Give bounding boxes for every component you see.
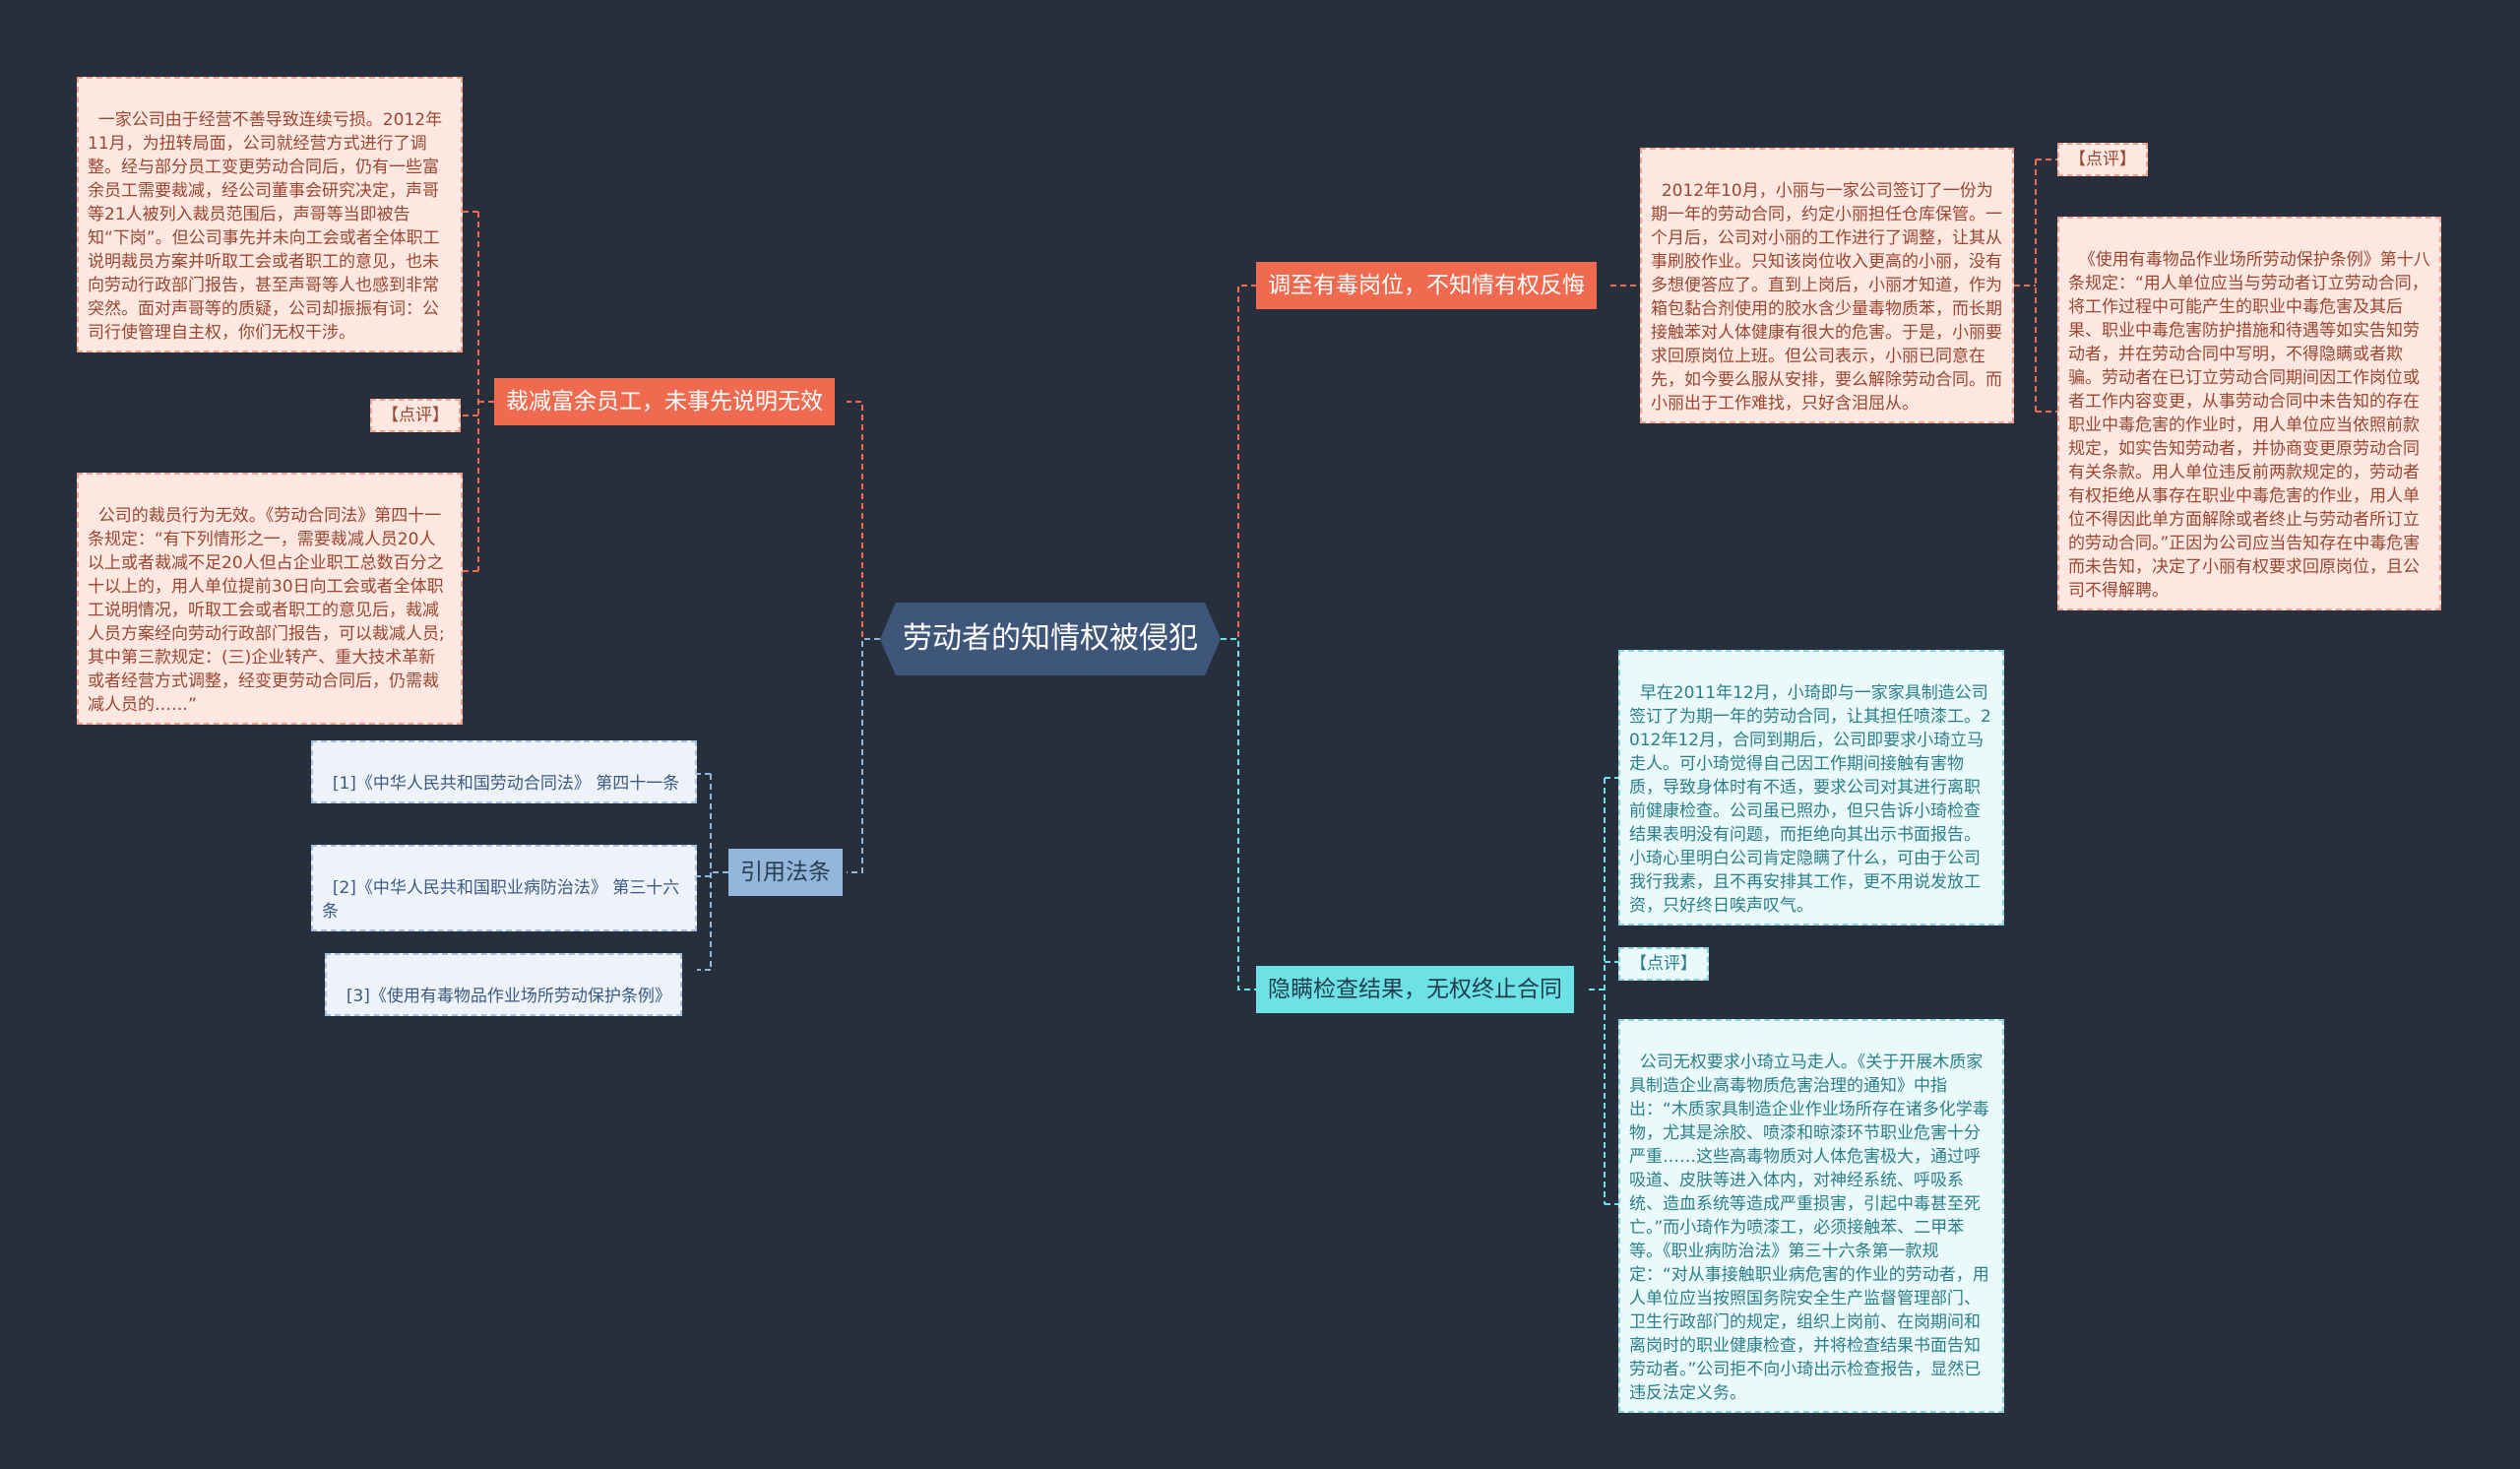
connector-central-medical [1221,638,1256,990]
branch-laws[interactable]: 引用法条 [728,849,843,896]
medical-case-text: 早在2011年12月，小琦即与一家家具制造公司签订了为期一年的劳动合同，让其担任… [1629,683,1991,916]
layoff-comment-note: 公司的裁员行为无效。《劳动合同法》第四十一条规定：“有下列情形之一，需要裁减人员… [77,473,463,725]
law-item-1: [1]《中华人民共和国劳动合同法》 第四十一条 [311,740,697,803]
toxic-comment-note: 《使用有毒物品作业场所劳动保护条例》第十八条规定：“用人单位应当与劳动者订立劳动… [2057,217,2441,610]
layoff-comment-text: 公司的裁员行为无效。《劳动合同法》第四十一条规定：“有下列情形之一，需要裁减人员… [88,506,445,715]
medical-comment-text: 公司无权要求小琦立马走人。《关于开展木质家具制造企业高毒物质危害治理的通知》中指… [1629,1053,1989,1403]
medical-comment-tag: 【点评】 [1618,947,1709,981]
connector-toxic-leaves [1610,159,2057,413]
toxic-comment-tag: 【点评】 [2057,143,2148,176]
law-item-1-text: [1]《中华人民共和国劳动合同法》 第四十一条 [332,774,680,794]
law-item-3: [3]《使用有毒物品作业场所劳动保护条例》 [325,953,682,1016]
connector-central-layoff [847,401,880,640]
branch-laws-label: 引用法条 [740,860,831,885]
branch-toxic[interactable]: 调至有毒岗位，不知情有权反悔 [1256,262,1597,309]
connector-central-laws [847,638,880,873]
layoff-comment-tag-label: 【点评】 [382,406,449,425]
branch-layoff-label: 裁减富余员工，未事先说明无效 [506,389,823,415]
toxic-case-text: 2012年10月，小丽与一家公司签订了一份为期一年的劳动合同，约定小丽担任仓库保… [1651,181,2002,414]
branch-toxic-label: 调至有毒岗位，不知情有权反悔 [1268,273,1585,298]
law-item-2-text: [2]《中华人民共和国职业病防治法》 第三十六条 [322,878,680,922]
layoff-case-note: 一家公司由于经营不善导致连续亏损。2012年11月，为扭转局面，公司就经营方式进… [77,77,463,352]
law-item-3-text: [3]《使用有毒物品作业场所劳动保护条例》 [346,987,671,1006]
connector-medical-leaves [1589,777,1618,1205]
medical-comment-note: 公司无权要求小琦立马走人。《关于开展木质家具制造企业高毒物质危害治理的通知》中指… [1618,1019,2004,1413]
branch-medical-label: 隐瞒检查结果，无权终止合同 [1268,977,1562,1002]
law-item-2: [2]《中华人民共和国职业病防治法》 第三十六条 [311,845,697,931]
connector-central-toxic [1221,285,1256,640]
toxic-case-note: 2012年10月，小丽与一家公司签订了一份为期一年的劳动合同，约定小丽担任仓库保… [1640,148,2014,423]
medical-case-note: 早在2011年12月，小琦即与一家家具制造公司签订了为期一年的劳动合同，让其担任… [1618,650,2004,926]
medical-comment-tag-label: 【点评】 [1630,954,1697,974]
toxic-comment-text: 《使用有毒物品作业场所劳动保护条例》第十八条规定：“用人单位应当与劳动者订立劳动… [2068,250,2430,601]
central-topic-label: 劳动者的知情权被侵犯 [903,621,1198,656]
connector-laws-leaves [697,773,728,971]
branch-medical[interactable]: 隐瞒检查结果，无权终止合同 [1256,966,1574,1013]
central-topic[interactable]: 劳动者的知情权被侵犯 [880,603,1221,675]
layoff-case-text: 一家公司由于经营不善导致连续亏损。2012年11月，为扭转局面，公司就经营方式进… [88,110,443,343]
layoff-comment-tag: 【点评】 [370,399,461,432]
toxic-comment-tag-label: 【点评】 [2069,150,2136,169]
branch-layoff[interactable]: 裁减富余员工，未事先说明无效 [494,378,835,425]
connector-layoff-leaves [449,211,494,572]
